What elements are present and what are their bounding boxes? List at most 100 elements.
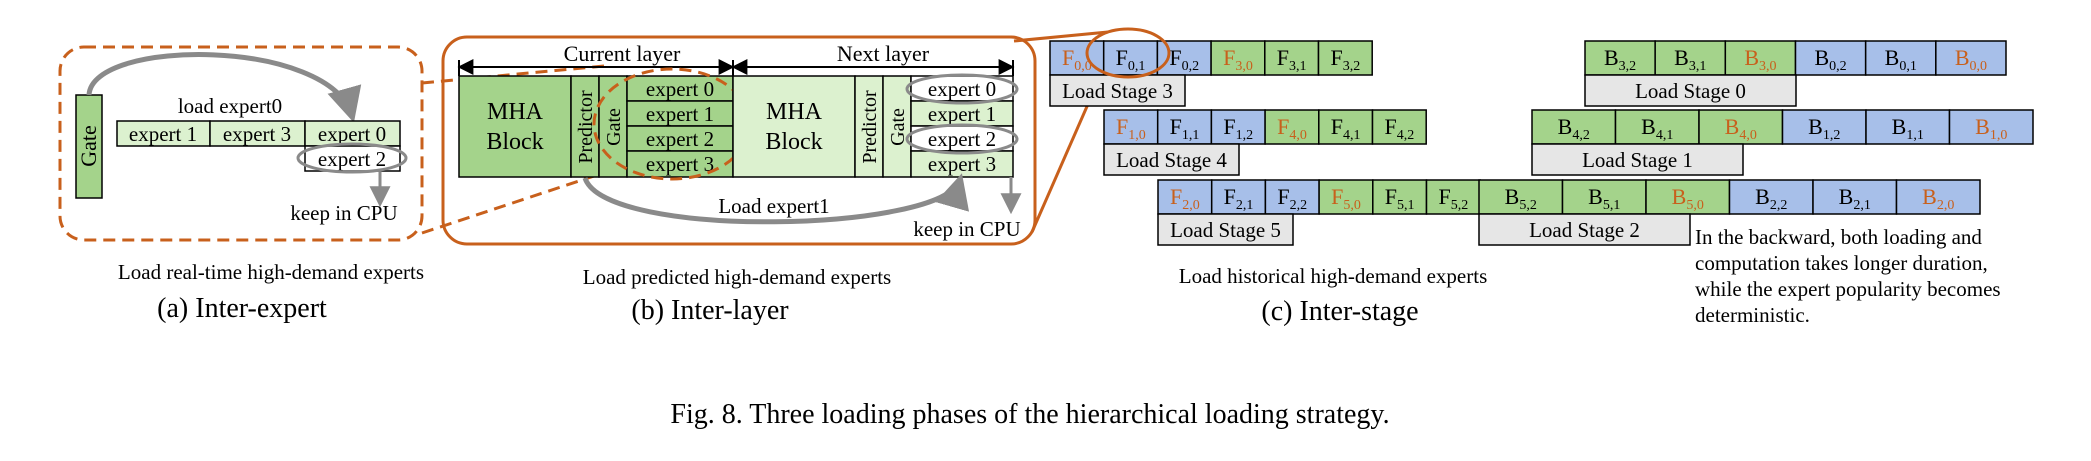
forward-block [1210, 109, 1266, 145]
backward-block [1724, 40, 1797, 76]
block-label: B2,2 [1755, 184, 1787, 213]
block-label: B3,1 [1674, 45, 1706, 74]
block-label: F3,2 [1330, 45, 1360, 74]
gate-label: Gate [603, 108, 625, 146]
block-label: Block [765, 129, 822, 155]
expert-label: expert 3 [223, 122, 291, 146]
block-label: B3,2 [1604, 45, 1636, 74]
block-label: F0,0 [1062, 45, 1092, 74]
block-label: B4,2 [1558, 114, 1590, 143]
kept-expert-ellipse [905, 73, 1019, 105]
highlight-ellipse [1085, 27, 1171, 79]
caption-small: Load historical high-demand experts [1179, 264, 1488, 288]
block-label: F2,1 [1224, 184, 1254, 213]
note-line: computation takes longer duration, [1695, 251, 1988, 275]
backward-block [1584, 40, 1656, 76]
caption-small: Load predicted high-demand experts [583, 265, 891, 289]
next-layer-label: Next layer [837, 41, 930, 66]
mha-label: MHA [766, 99, 823, 125]
backward-block [1864, 40, 1937, 76]
load-expert0-arrow [86, 52, 362, 123]
gate-box-current [598, 75, 628, 178]
load-stage-label: Load Stage 0 [1635, 79, 1746, 103]
block-label: F1,2 [1223, 114, 1253, 143]
block-label: F5,0 [1331, 184, 1361, 213]
load-stage-label: Load Stage 3 [1062, 79, 1173, 103]
block-label: B0,0 [1955, 45, 1987, 74]
note-line: deterministic. [1695, 303, 1810, 327]
load-stage-box [1478, 213, 1691, 246]
predictor-label: Predictor [575, 90, 597, 164]
forward-block [1264, 179, 1320, 215]
forward-block [1317, 40, 1373, 76]
mha-block-current [458, 75, 572, 178]
expert-box [626, 125, 734, 152]
expert-label: expert 0 [646, 77, 714, 101]
forward-block [1372, 179, 1428, 215]
gate-box-next [882, 75, 912, 178]
block-label: B5,1 [1588, 184, 1620, 213]
block-label: F5,2 [1438, 184, 1468, 213]
block-label: F4,1 [1331, 114, 1361, 143]
block-label: B1,2 [1808, 114, 1840, 143]
block-label: F4,2 [1384, 114, 1414, 143]
expert-box [209, 120, 306, 147]
expert-box [910, 150, 1014, 178]
kept-expert-ellipse [296, 142, 408, 174]
block-label: F2,2 [1277, 184, 1307, 213]
load-stage-box [1103, 143, 1240, 176]
block-label: F5,1 [1385, 184, 1415, 213]
caption: (c) Inter-stage [1261, 296, 1418, 327]
load-expert0-label: load expert0 [178, 94, 282, 118]
backward-block [1478, 179, 1564, 215]
expert-box-loaded [304, 120, 401, 147]
zoom-connector [421, 173, 598, 235]
expert-label: expert 0 [318, 122, 386, 146]
backward-block [1935, 40, 2007, 76]
load-expert1-arrow [582, 173, 969, 225]
forward-block [1318, 109, 1374, 145]
caption-small: Load real-time high-demand experts [118, 260, 424, 284]
expert-box [910, 100, 1014, 127]
panel-inter-layer: Current layer Next layer MHA Block Predi… [441, 35, 1037, 326]
forward-block [1049, 40, 1105, 76]
block-label: Block [486, 129, 543, 155]
note-line: In the backward, both loading and [1695, 225, 1982, 249]
forward-block [1210, 40, 1266, 76]
predictor-box-current [570, 75, 600, 178]
block-label: F1,1 [1170, 114, 1200, 143]
expert-label: expert 3 [928, 152, 996, 176]
block-label: B0,2 [1814, 45, 1846, 74]
figure-caption: Fig. 8. Three loading phases of the hier… [670, 399, 1389, 430]
predictor-label: Predictor [859, 90, 881, 164]
gate-label: Gate [887, 108, 909, 146]
block-label: B2,1 [1839, 184, 1871, 213]
mha-label: MHA [487, 99, 544, 125]
expert-label: expert 1 [129, 122, 197, 146]
block-label: F1,0 [1116, 114, 1146, 143]
backward-block [1728, 179, 1814, 215]
expert-box [626, 150, 734, 178]
block-label: B1,1 [1892, 114, 1924, 143]
forward-block [1157, 179, 1213, 215]
load-stage-box [1531, 143, 1744, 176]
note-line: while the expert popularity becomes [1695, 277, 2001, 301]
block-label: B4,1 [1641, 114, 1673, 143]
zoom-connector [1013, 30, 1109, 43]
keep-cpu-label: keep in CPU [913, 217, 1020, 241]
load-stage-box [1157, 213, 1294, 246]
load-stage-box [1049, 74, 1186, 107]
kept-expert-ellipse [905, 123, 1019, 155]
expert-label: expert 2 [646, 127, 714, 151]
expert-box [626, 75, 734, 102]
panel-inter-expert: Gate load expert0 expert 1 expert 3 expe… [58, 45, 424, 324]
expert-label: expert 2 [318, 147, 386, 171]
inter-expert-dashed-frame [58, 45, 424, 242]
block-label: F0,2 [1169, 45, 1199, 74]
forward-block [1425, 179, 1481, 215]
expert-label: expert 3 [646, 152, 714, 176]
expert-box-cpu [304, 145, 401, 172]
load-stage-label: Load Stage 4 [1116, 148, 1227, 172]
block-label: B3,0 [1744, 45, 1776, 74]
